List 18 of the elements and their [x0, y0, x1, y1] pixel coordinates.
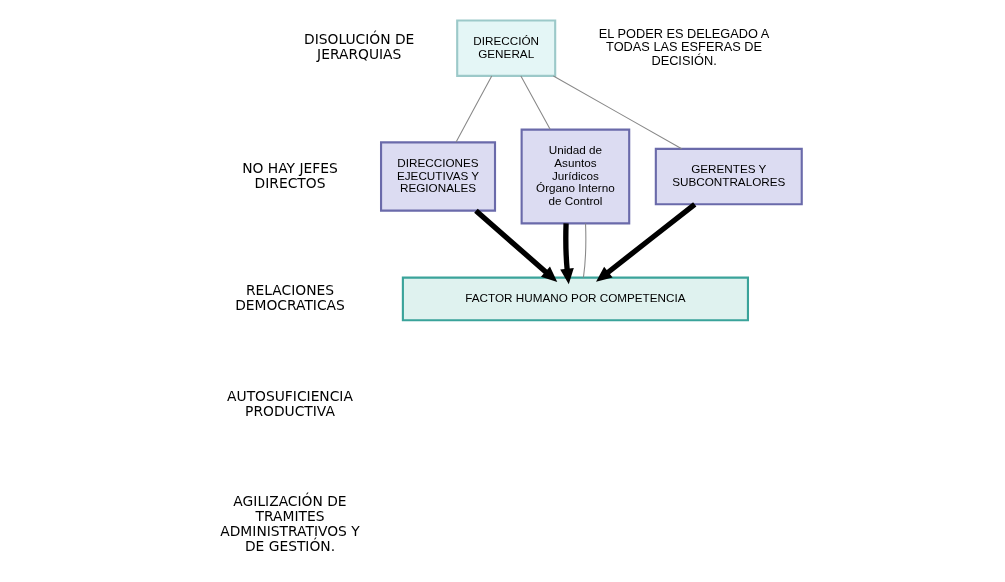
arrow: [559, 223, 574, 285]
label: AGILIZACIÓN DE TRAMITES ADMINISTRATIVOS Y DE GESTIÓN.: [219, 493, 360, 554]
connector: [455, 75, 492, 143]
node-box: FACTOR HUMANO POR COMPETENCIA: [401, 276, 749, 322]
label: DISOLUCIÓN DE JERARQUIAS: [303, 31, 414, 63]
label: NO HAY JEFES DIRECTOS: [241, 159, 338, 191]
label: AUTOSUFICIENCIA PRODUCTIVA: [226, 387, 353, 419]
connector: [582, 222, 586, 279]
node-box: Unidad de Asuntos Jurídicos Órgano Interno de Control: [520, 128, 630, 225]
connector: [552, 75, 682, 150]
node-box: GERENTES Y SUBCONTRALORES: [654, 147, 803, 206]
node-box: DIRECCIÓN GENERAL: [455, 19, 556, 77]
connector: [519, 75, 551, 130]
label: EL PODER ES DELEGADO A TODAS LAS ESFERAS DE DECISIÓN.: [598, 25, 769, 69]
node-box: DIRECCIONES EJECUTIVAS Y REGIONALES: [379, 141, 496, 212]
label: RELACIONES DEMOCRATICAS: [234, 282, 345, 314]
arrow: [473, 208, 557, 282]
arrow: [595, 202, 696, 282]
